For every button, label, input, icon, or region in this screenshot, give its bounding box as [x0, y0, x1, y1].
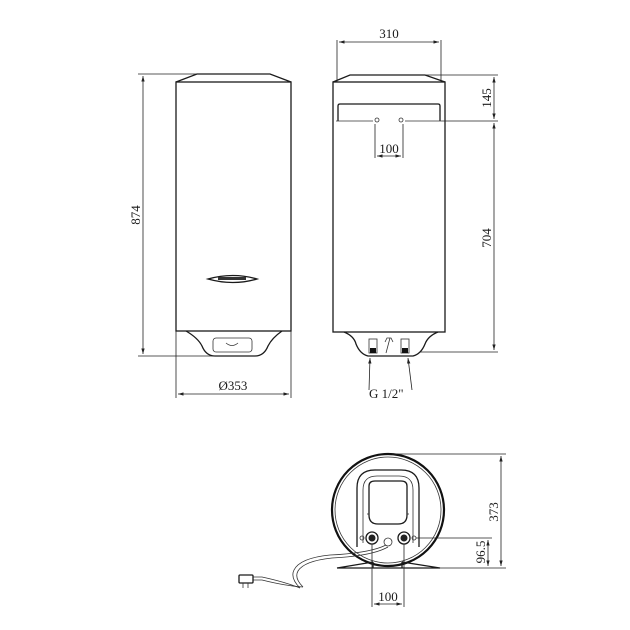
side-body [332, 81, 446, 333]
power-cable [292, 544, 387, 589]
bottom-view: 373 96.5 100 [238, 452, 506, 607]
wall-bracket [337, 103, 441, 121]
control-housing [356, 469, 420, 547]
bracket-height-dimension-label: 145 [479, 88, 494, 108]
bracket-hole-right [398, 117, 404, 123]
cable-gland-icon [383, 537, 393, 547]
tank-outline [330, 452, 446, 568]
control-display-icon [212, 337, 253, 353]
diameter-dimension-label: Ø353 [219, 378, 248, 393]
bracket-hole-left [374, 117, 380, 123]
front-top-cap [175, 73, 292, 83]
connection-thread-label: G 1/2" [369, 386, 404, 401]
width-dimension-label: 310 [379, 26, 399, 41]
side-view: 310 100 145 704 G 1/2" [332, 26, 498, 401]
hole-spacing-dimension-label: 100 [379, 141, 399, 156]
front-view: 874 Ø353 [128, 73, 292, 398]
pipe-offset-dimension-label: 96.5 [473, 541, 488, 564]
bottom-height-dimension-label: 373 [486, 502, 501, 522]
side-top-cap [332, 74, 446, 83]
power-plug-icon [238, 574, 254, 588]
pipe-spacing-dimension-label: 100 [378, 589, 398, 604]
front-control-panel [185, 330, 283, 357]
pipe-height-dimension-label: 704 [479, 228, 494, 248]
side-bottom-cover [343, 331, 439, 357]
brand-logo-icon [205, 274, 260, 284]
height-dimension-label: 874 [128, 205, 143, 225]
display-window [368, 480, 408, 525]
front-body [175, 81, 292, 332]
